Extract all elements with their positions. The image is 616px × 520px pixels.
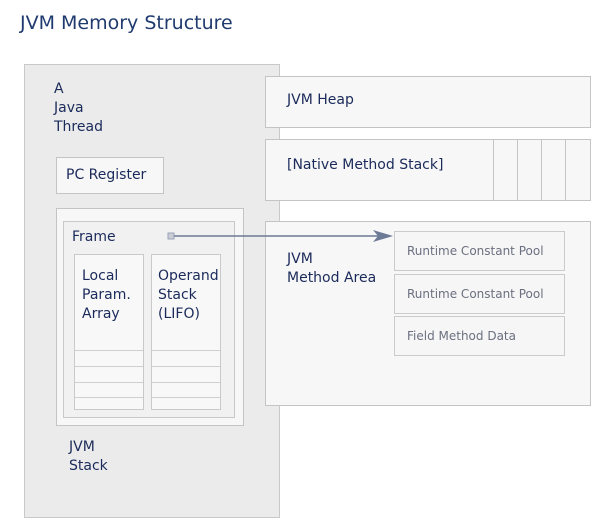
- operand-stack-column: [151, 254, 221, 410]
- local-param-array-column: [74, 254, 144, 410]
- local-line1: Local: [82, 268, 119, 284]
- method-area-label: JVM Method Area: [287, 250, 376, 288]
- operand-line2: Stack: [158, 287, 197, 303]
- field-method-data-box: Field Method Data: [394, 316, 565, 356]
- jvm-stack-line2: Stack: [69, 458, 108, 474]
- jvm-stack-label: JVM Stack: [69, 438, 108, 476]
- pc-register-label: PC Register: [66, 167, 147, 183]
- local-line2: Param.: [82, 287, 131, 303]
- native-stack-divider: [517, 140, 518, 200]
- local-param-array-label: Local Param. Array: [82, 267, 131, 324]
- native-stack-divider: [565, 140, 566, 200]
- method-area-line1: JVM: [287, 251, 313, 267]
- pc-register-box: [56, 157, 164, 194]
- thread-label-line2: Java: [54, 100, 84, 116]
- java-thread-label: A Java Thread: [54, 80, 134, 137]
- runtime-constant-pool-box: Runtime Constant Pool: [394, 231, 565, 271]
- local-row-divider: [75, 382, 143, 383]
- thread-label-line3: Thread: [54, 119, 103, 135]
- operand-row-divider: [152, 382, 220, 383]
- operand-row-divider: [152, 350, 220, 351]
- native-method-stack-box: [265, 139, 591, 201]
- local-line3: Array: [82, 306, 120, 322]
- operand-row-divider: [152, 366, 220, 367]
- native-stack-divider: [493, 140, 494, 200]
- local-row-divider: [75, 366, 143, 367]
- local-row-divider: [75, 350, 143, 351]
- native-method-stack-label: [Native Method Stack]: [287, 157, 444, 173]
- operand-line3: (LIFO): [158, 306, 200, 322]
- operand-row-divider: [152, 397, 220, 398]
- native-stack-divider: [541, 140, 542, 200]
- runtime-constant-pool-box: Runtime Constant Pool: [394, 274, 565, 314]
- local-row-divider: [75, 397, 143, 398]
- jvm-heap-label: JVM Heap: [287, 92, 354, 108]
- method-area-line2: Method Area: [287, 270, 377, 286]
- jvm-heap-box: [265, 76, 591, 128]
- diagram-title: JVM Memory Structure: [20, 12, 233, 34]
- operand-line1: Operand: [158, 268, 219, 284]
- thread-label-line1: A: [54, 81, 64, 97]
- jvm-stack-line1: JVM: [69, 439, 95, 455]
- frame-label: Frame: [72, 229, 116, 245]
- operand-stack-label: Operand Stack (LIFO): [158, 267, 219, 324]
